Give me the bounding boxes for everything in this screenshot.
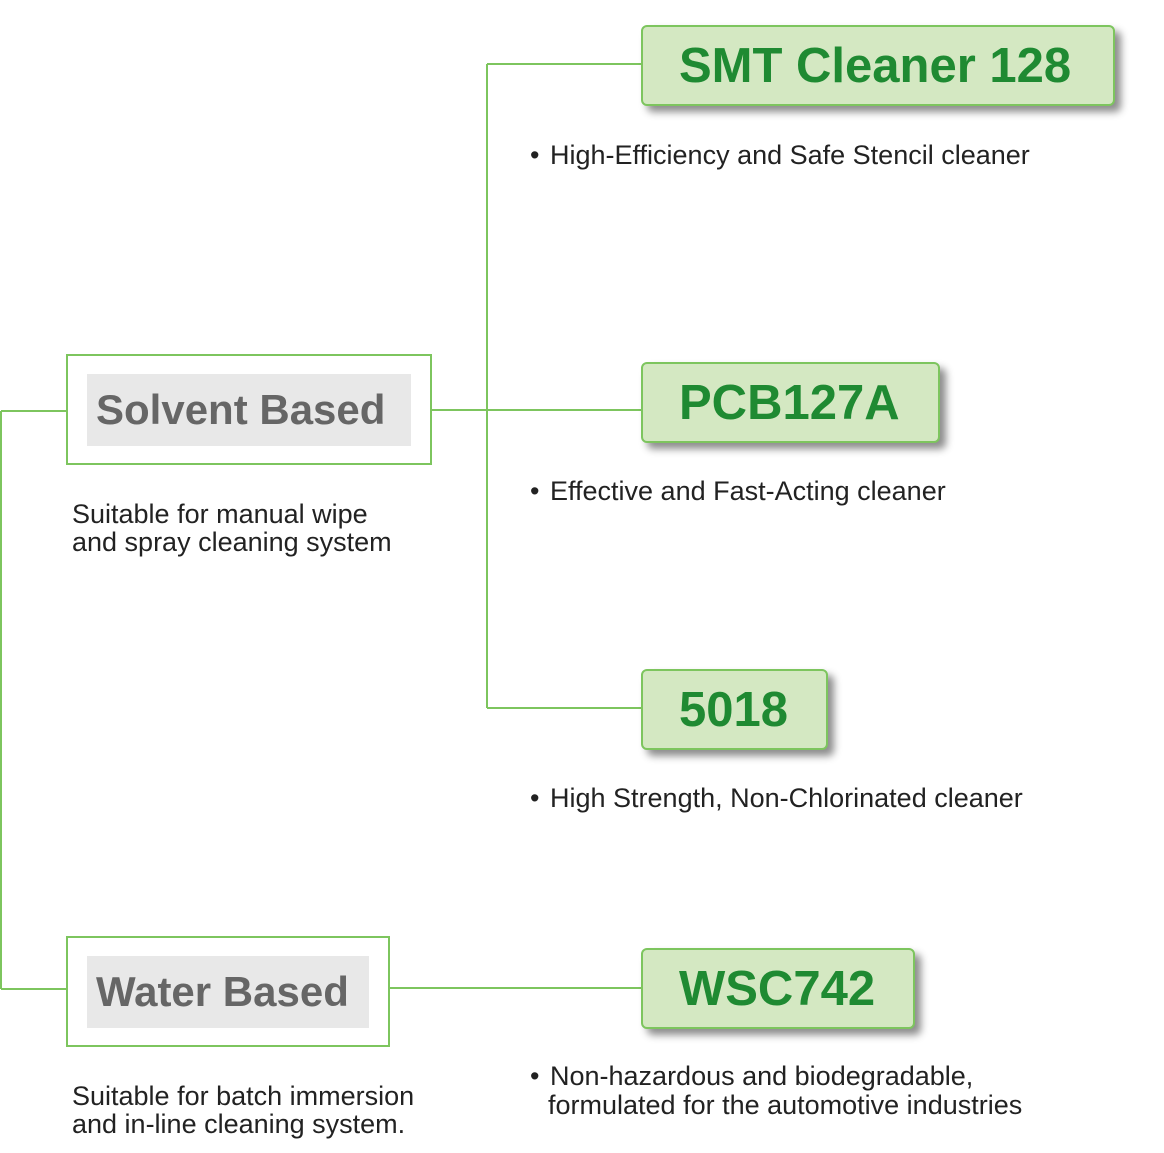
solvent-desc-line-1: Suitable for manual wipe [72, 499, 368, 529]
product-desc-wsc742: • Non-hazardous and biodegradable, formul… [530, 1062, 1022, 1120]
solvent-based-description: Suitable for manual wipe and spray clean… [72, 500, 392, 556]
product-desc-5018: • High Strength, Non-Chlorinated cleaner [530, 784, 1023, 813]
product-box-wsc742 [641, 948, 915, 1029]
product-desc-text: High Strength, Non-Chlorinated cleaner [550, 783, 1023, 813]
solvent-desc-line-2: and spray cleaning system [72, 527, 392, 557]
water-based-label: Water Based [87, 956, 369, 1028]
product-desc-text: Non-hazardous and biodegradable, [550, 1061, 974, 1091]
product-desc-line-1: • Non-hazardous and biodegradable, [530, 1062, 1022, 1091]
product-name-pcb127a: PCB127A [679, 376, 900, 430]
product-name-smt-cleaner-128: SMT Cleaner 128 [679, 39, 1072, 93]
product-desc-text: Effective and Fast-Acting cleaner [550, 476, 946, 506]
product-desc-line-2: formulated for the automotive industries [548, 1090, 1023, 1120]
product-name-wsc742: WSC742 [679, 962, 876, 1016]
product-box-pcb127a [641, 362, 940, 443]
bullet-icon: • [530, 140, 540, 170]
product-desc-text: High-Efficiency and Safe Stencil cleaner [550, 140, 1030, 170]
product-desc-pcb127a: • Effective and Fast-Acting cleaner [530, 477, 946, 506]
product-box-5018 [641, 669, 828, 750]
bullet-icon: • [530, 1061, 540, 1091]
product-name-5018: 5018 [679, 683, 789, 737]
product-box-smt-cleaner-128 [641, 25, 1115, 106]
water-desc-line-1: Suitable for batch immersion [72, 1081, 415, 1111]
product-desc-smt-cleaner-128: • High-Efficiency and Safe Stencil cleane… [530, 141, 1030, 170]
water-based-description: Suitable for batch immersion and in-line… [72, 1082, 414, 1138]
solvent-based-label: Solvent Based [87, 374, 411, 446]
bullet-icon: • [530, 783, 540, 813]
bullet-icon: • [530, 476, 540, 506]
water-desc-line-2: and in-line cleaning system. [72, 1109, 406, 1139]
